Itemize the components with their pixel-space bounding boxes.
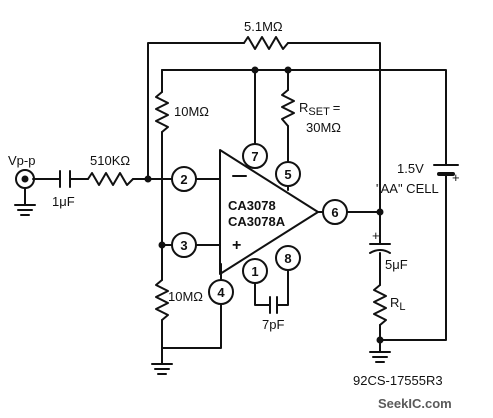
figure-reference: 92CS-17555R3 xyxy=(353,373,443,388)
watermark: SeekIC.com xyxy=(378,396,452,411)
pin-3-number: 3 xyxy=(180,238,187,253)
input-capacitor-label: 1μF xyxy=(52,194,75,209)
ground-input xyxy=(14,204,36,216)
rset-value: 30MΩ xyxy=(306,120,341,135)
opamp-triangle xyxy=(219,149,319,275)
pin-8-number: 8 xyxy=(284,251,291,266)
battery-plus-label: + xyxy=(452,170,460,185)
resistor-rset xyxy=(281,89,295,127)
resistor-feedback xyxy=(243,36,289,50)
rset-equals: = xyxy=(333,100,341,115)
output-capacitor-label: 5μF xyxy=(385,257,408,272)
feedback-resistor-label: 5.1MΩ xyxy=(244,19,283,34)
input-resistor-label: 510KΩ xyxy=(90,153,130,168)
plus-marker-label: + xyxy=(232,237,241,254)
ground-bias xyxy=(151,363,173,375)
input-voltage-label: Vp-p xyxy=(8,153,35,168)
rset-subscript: SET xyxy=(308,106,330,118)
capacitor-compensation xyxy=(269,296,278,314)
pin-2 xyxy=(171,166,197,192)
load-subscript: L xyxy=(399,301,405,313)
resistor-bias-bottom xyxy=(155,279,169,321)
junctions xyxy=(144,66,384,344)
pin-7 xyxy=(242,143,268,169)
pin-4-number: 4 xyxy=(217,285,225,300)
capacitor-output xyxy=(369,243,391,254)
pin-8 xyxy=(275,245,301,271)
resistor-input xyxy=(87,172,134,186)
load-name: R xyxy=(390,295,399,310)
compensation-capacitor-label: 7pF xyxy=(262,317,284,332)
bias-resistor-top-label: 10MΩ xyxy=(174,104,209,119)
pin-1-number: 1 xyxy=(251,264,258,279)
pin-7-number: 7 xyxy=(251,149,258,164)
load-resistor-label: RL xyxy=(390,295,406,313)
pin-1 xyxy=(242,258,268,284)
battery-cell-label: "AA" CELL xyxy=(376,181,439,196)
ground-output xyxy=(369,351,391,363)
part-number-2: CA3078A xyxy=(228,214,286,229)
resistor-bias-top xyxy=(155,91,169,133)
pin-6 xyxy=(322,199,348,225)
part-number-1: CA3078 xyxy=(228,198,276,213)
rset-name: R xyxy=(299,100,308,115)
pin-5-number: 5 xyxy=(284,167,291,182)
pin-6-number: 6 xyxy=(331,205,338,220)
resistor-load xyxy=(373,284,387,326)
rset-label: RSET= xyxy=(299,100,340,118)
pin-3 xyxy=(171,232,197,258)
battery-voltage-label: 1.5V xyxy=(397,161,424,176)
capacitor-input xyxy=(59,170,71,188)
output-capacitor-plus: + xyxy=(372,228,380,243)
battery-symbol xyxy=(433,164,459,191)
input-terminal xyxy=(15,169,35,189)
bias-resistor-bottom-label: 10MΩ xyxy=(168,289,203,304)
pin-2-number: 2 xyxy=(180,172,187,187)
